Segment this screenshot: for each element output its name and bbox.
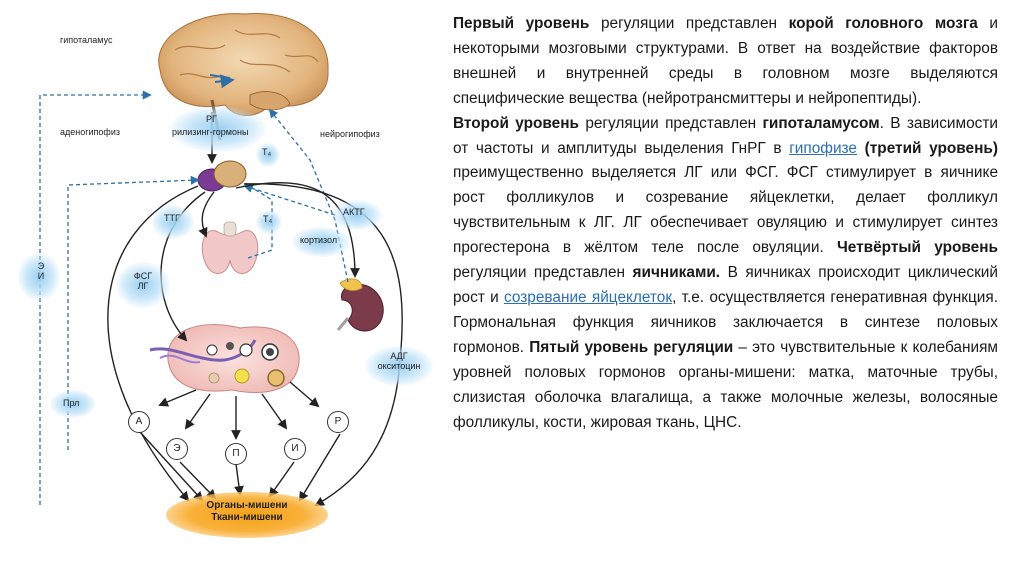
adenohypophysis-label: аденогипофиз <box>60 127 120 137</box>
target-tissues-line: Ткани-мишени <box>211 512 283 523</box>
fsg-lg-label: ФСГ ЛГ <box>133 271 153 291</box>
target-organs-label: Органы-мишени Ткани-мишени <box>166 500 328 524</box>
text-run: регуляции представлен <box>589 15 789 32</box>
adrenal-kidney-illustration <box>336 278 384 332</box>
prl-label: Прл <box>63 398 80 408</box>
text-run: В яичниках происходит циклический рост и <box>453 264 998 306</box>
second-level-heading: Второй уровень <box>453 114 579 132</box>
hypothalamus-term: гипоталамусом <box>762 114 880 132</box>
text-run: преимущественно выделяется ЛГ или ФСГ. Ф… <box>453 164 998 257</box>
hormone-r-circle: Р <box>327 411 349 433</box>
text-run <box>857 140 865 157</box>
pituitary-illustration <box>197 160 247 192</box>
diagram-graphics <box>39 12 403 506</box>
fifth-level-heading: Пятый уровень регуляции <box>529 338 734 356</box>
thyroid-illustration <box>201 221 259 274</box>
ovaries-term: яичниками. <box>632 264 721 282</box>
egg-maturation-link[interactable]: созревание яйцеклеток <box>503 288 673 306</box>
text-run: регуляции представлен <box>453 264 633 282</box>
releasing-hormones-label: рилизинг-гормоны <box>172 127 249 137</box>
regulation-levels-text: Первый уровень регуляции представлен кор… <box>453 12 998 435</box>
hypothalamus-label: гипоталамус <box>60 35 113 45</box>
brain-illustration <box>158 12 329 141</box>
adg-oxytocin-label: АДГ окситоцин <box>377 351 421 371</box>
ei-label: Э И <box>37 261 45 281</box>
ovary-illustration <box>149 324 300 393</box>
third-level-heading: (третий уровень) <box>864 139 998 157</box>
target-organs-ellipse <box>166 492 328 538</box>
ttg-label: ТТГ <box>164 213 180 223</box>
hormonal-regulation-diagram: гипоталамус РГ рилизинг-гормоны аденогип… <box>0 0 440 574</box>
hormone-a-circle: А <box>128 411 150 433</box>
t4-mid-label: Т₄ <box>263 214 273 224</box>
first-level-heading: Первый уровень <box>453 15 590 32</box>
hormone-p-circle: П <box>225 443 247 465</box>
text-run: и некоторыми мозговыми структурами. В от… <box>453 15 999 107</box>
hormone-e-circle: Э <box>166 438 188 460</box>
neurohypophysis-label: нейрогипофиз <box>320 129 380 139</box>
text-run: регуляции представлен <box>578 114 763 132</box>
fourth-level-heading: Четвёртый уровень <box>836 239 998 257</box>
hormone-i-circle: И <box>284 438 306 460</box>
cortex-term: корой головного мозга <box>788 15 978 32</box>
paragraph-second-level: Второй уровень регуляции представлен гип… <box>453 112 998 436</box>
t4-top-label: Т₄ <box>262 147 272 157</box>
actg-label: АКТГ <box>343 207 365 217</box>
pituitary-link[interactable]: гипофизе <box>789 139 857 157</box>
rg-label: РГ <box>206 114 217 124</box>
text-run: – это чувствительные к колебаниям уровне… <box>453 338 999 431</box>
text-run: , т.е. осуществляется генеративная функц… <box>453 288 999 356</box>
target-organs-line: Органы-мишени <box>206 500 288 511</box>
paragraph-first-level: Первый уровень регуляции представлен кор… <box>453 12 998 112</box>
cortisol-label: кортизол <box>300 235 338 245</box>
text-run: . В зависимости от частоты и амплитуды в… <box>453 114 998 157</box>
